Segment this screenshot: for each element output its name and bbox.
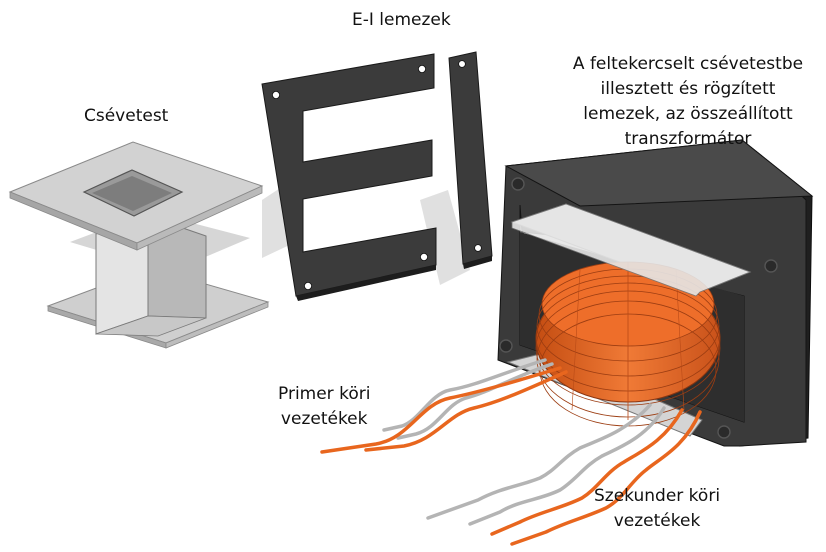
i-lamination xyxy=(448,51,493,269)
assembled-transformer-drawing xyxy=(497,138,814,447)
core-bolt-bottom-left xyxy=(499,339,513,353)
e-lamination xyxy=(261,53,437,297)
label-ei-laminations: E-I lemezek xyxy=(352,10,451,30)
e-lamination-hole-bottom xyxy=(303,281,312,290)
e-i-laminations-drawing xyxy=(261,51,493,301)
e-lamination-hole-top-right xyxy=(417,65,426,74)
secondary-lead-wires xyxy=(426,403,702,546)
bobbin-top-flange xyxy=(8,141,264,251)
core-bolt-bottom-right xyxy=(717,425,731,439)
winding-coil xyxy=(535,261,721,427)
primary-lead-wires xyxy=(320,358,568,454)
bobbin-drawing xyxy=(8,141,270,349)
e-lamination-hole-bottom-right xyxy=(419,252,428,261)
e-lamination-hole-top xyxy=(271,91,280,100)
label-secondary-leads: Szekunder köri vezetékek xyxy=(594,486,721,531)
bobbin-core-tube xyxy=(95,215,207,337)
core-bolt-top-right xyxy=(764,259,778,273)
label-primary-leads: Primer köri vezetékek xyxy=(278,384,371,429)
label-assembled-transformer: A feltekercselt csévetestbe illesztett é… xyxy=(572,54,804,149)
core-bolt-top-left xyxy=(511,177,525,191)
label-bobbin: Csévetest xyxy=(84,106,169,126)
